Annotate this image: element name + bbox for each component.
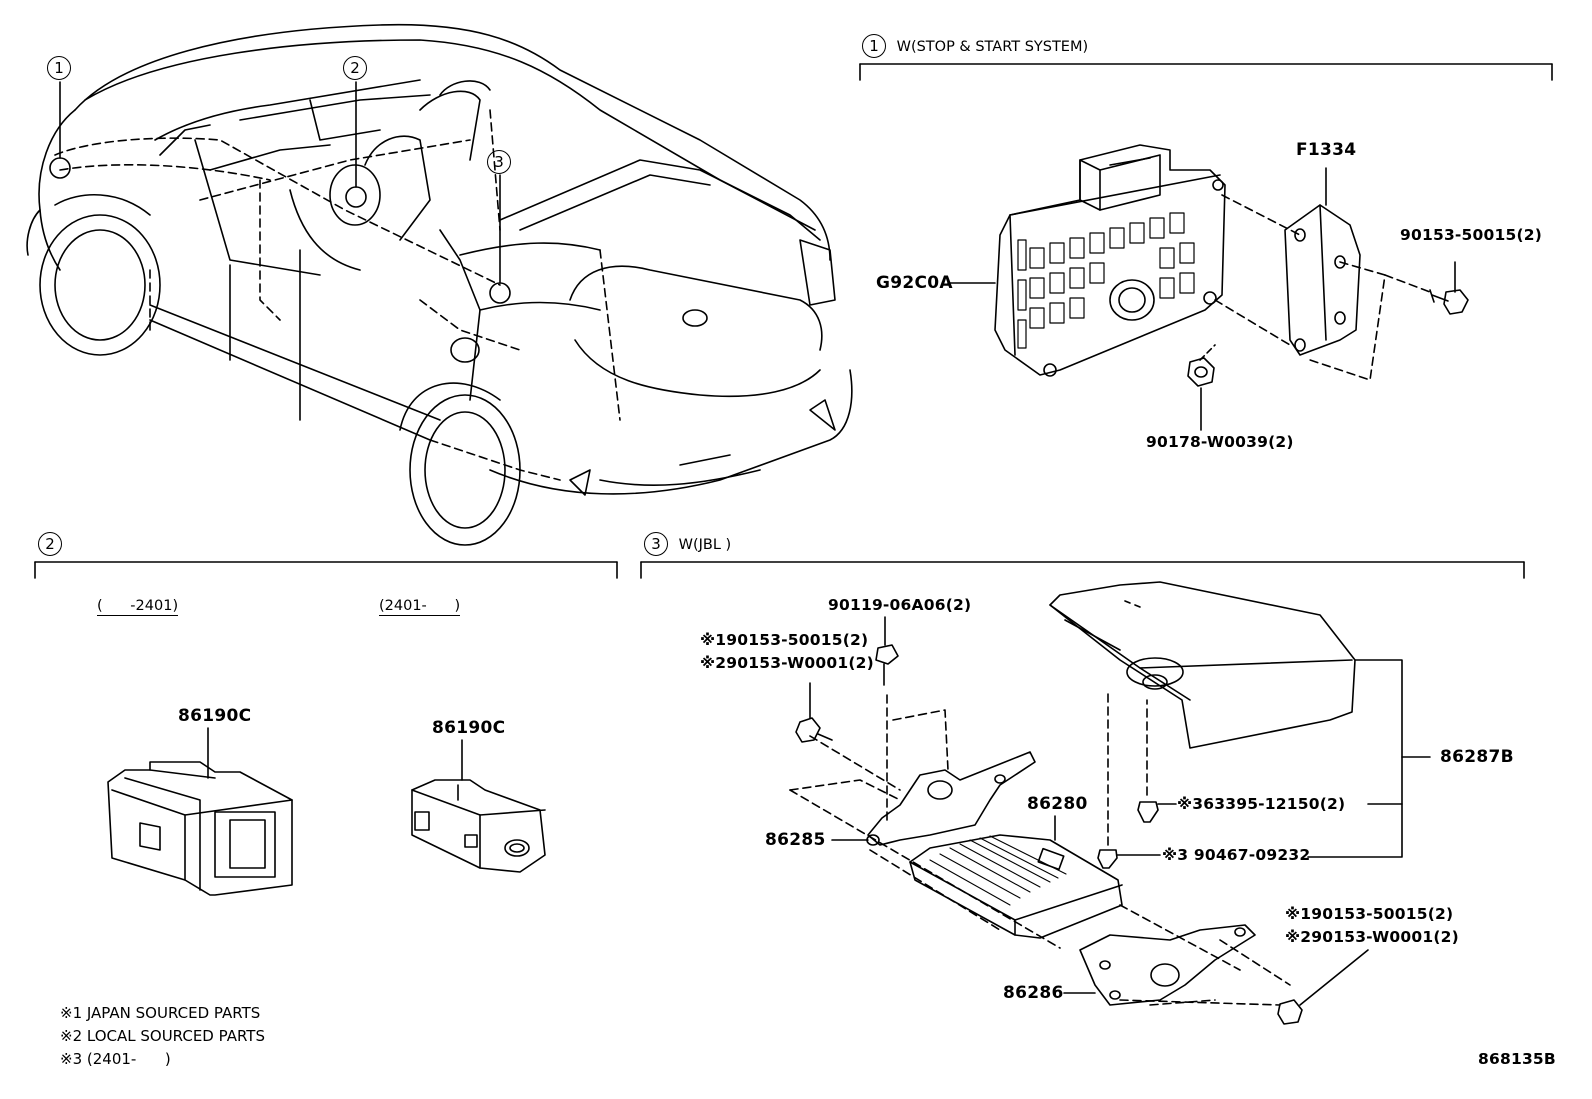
section-2-number: 2 [38,532,62,556]
part-90178-w0039-label[interactable]: 90178-W0039(2) [1146,433,1294,451]
switch-86190c-left-drawing [108,728,292,895]
part-86285-label[interactable]: 86285 [765,830,826,850]
range-left-label: ( -2401) [97,598,179,616]
bracket-86286-drawing [1064,925,1290,1005]
section-1-number: 1 [862,34,886,58]
callout-1: 1 [47,56,71,80]
part-90153-50015-label[interactable]: 90153-50015(2) [1400,226,1543,244]
part-86286-label[interactable]: 86286 [1003,983,1064,1003]
callout-3-badge: 3 [487,150,511,174]
diagram-id: 868135B [1478,1050,1556,1068]
part-f1334-label[interactable]: F1334 [1296,140,1357,160]
note-date-range: ※3 (2401- ) [60,1050,171,1068]
amplifier-cover-86287b-drawing [1050,582,1430,857]
part-bolt1a-label[interactable]: ※190153-50015(2) [700,631,869,649]
part-86190c-right-label[interactable]: 86190C [432,718,506,738]
part-86280-label[interactable]: 86280 [1027,794,1088,814]
callout-2: 2 [343,56,367,80]
amplifier-86280-drawing [910,816,1240,970]
part-bolt2a-label[interactable]: ※190153-50015(2) [1285,905,1454,923]
bracket-f1334-drawing [1215,168,1430,380]
callout-3: 3 [487,150,511,174]
section-1-header: 1 W(STOP & START SYSTEM) [862,34,1088,58]
switch-86190c-right-drawing [412,740,545,872]
section-3-header: 3 W(JBL ) [644,532,731,556]
part-bolt2b-label[interactable]: ※290153-W0001(2) [1285,928,1459,946]
nut-90178-w0039-drawing [1188,345,1215,430]
bolt-90153-50015-drawing [1430,262,1468,314]
part-86287b-label[interactable]: 86287B [1440,747,1514,767]
range-right-label: (2401- ) [379,598,461,616]
controller-g92c0a-drawing [948,145,1225,376]
section-3-number: 3 [644,532,668,556]
section-3-title: W(JBL ) [678,537,732,553]
callout-1-badge: 1 [47,56,71,80]
callout-2-badge: 2 [343,56,367,80]
note-japan-sourced: ※1 JAPAN SOURCED PARTS [60,1004,261,1022]
note-local-sourced: ※2 LOCAL SOURCED PARTS [60,1027,265,1045]
part-90467-09232-label[interactable]: ※3 90467-09232 [1162,846,1311,864]
part-bolt1b-label[interactable]: ※290153-W0001(2) [700,654,874,672]
section-1-title: W(STOP & START SYSTEM) [896,39,1089,55]
part-63395-12150-label[interactable]: ※363395-12150(2) [1177,795,1346,813]
part-90119-06a06-label[interactable]: 90119-06A06(2) [828,596,972,614]
part-86190c-left-label[interactable]: 86190C [178,706,252,726]
section-2-header: 2 [38,532,62,556]
vehicle-illustration [27,25,852,545]
bracket-86285-drawing [790,695,1060,948]
section-brackets [35,64,1552,578]
fasteners-section3-drawing [796,617,1368,1024]
part-g92c0a-label[interactable]: G92C0A [876,273,953,293]
